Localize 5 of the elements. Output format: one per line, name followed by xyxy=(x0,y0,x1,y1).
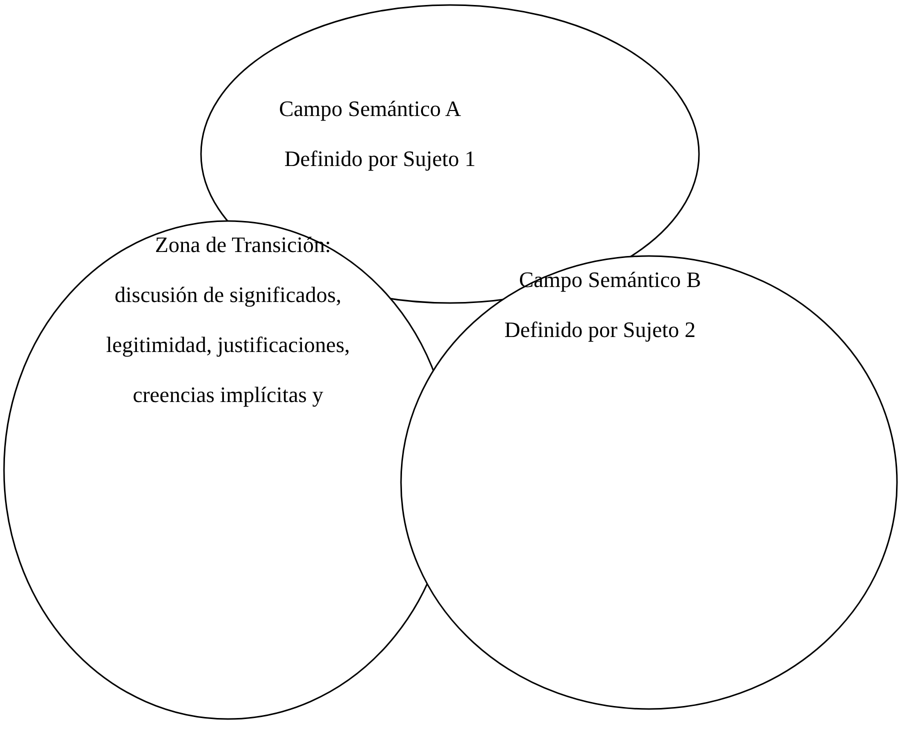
ellipse-text: Definido por Sujeto 2 xyxy=(503,316,697,344)
ellipse-text: Definido por Sujeto 1 xyxy=(283,145,477,173)
ellipse-heading: Campo Semántico A xyxy=(278,95,462,123)
ellipse-text: discusión de significados, legitimidad, justificaciones, creencias implícitas y xyxy=(105,281,351,409)
ellipse-heading: Zona de Transición: xyxy=(154,231,332,259)
